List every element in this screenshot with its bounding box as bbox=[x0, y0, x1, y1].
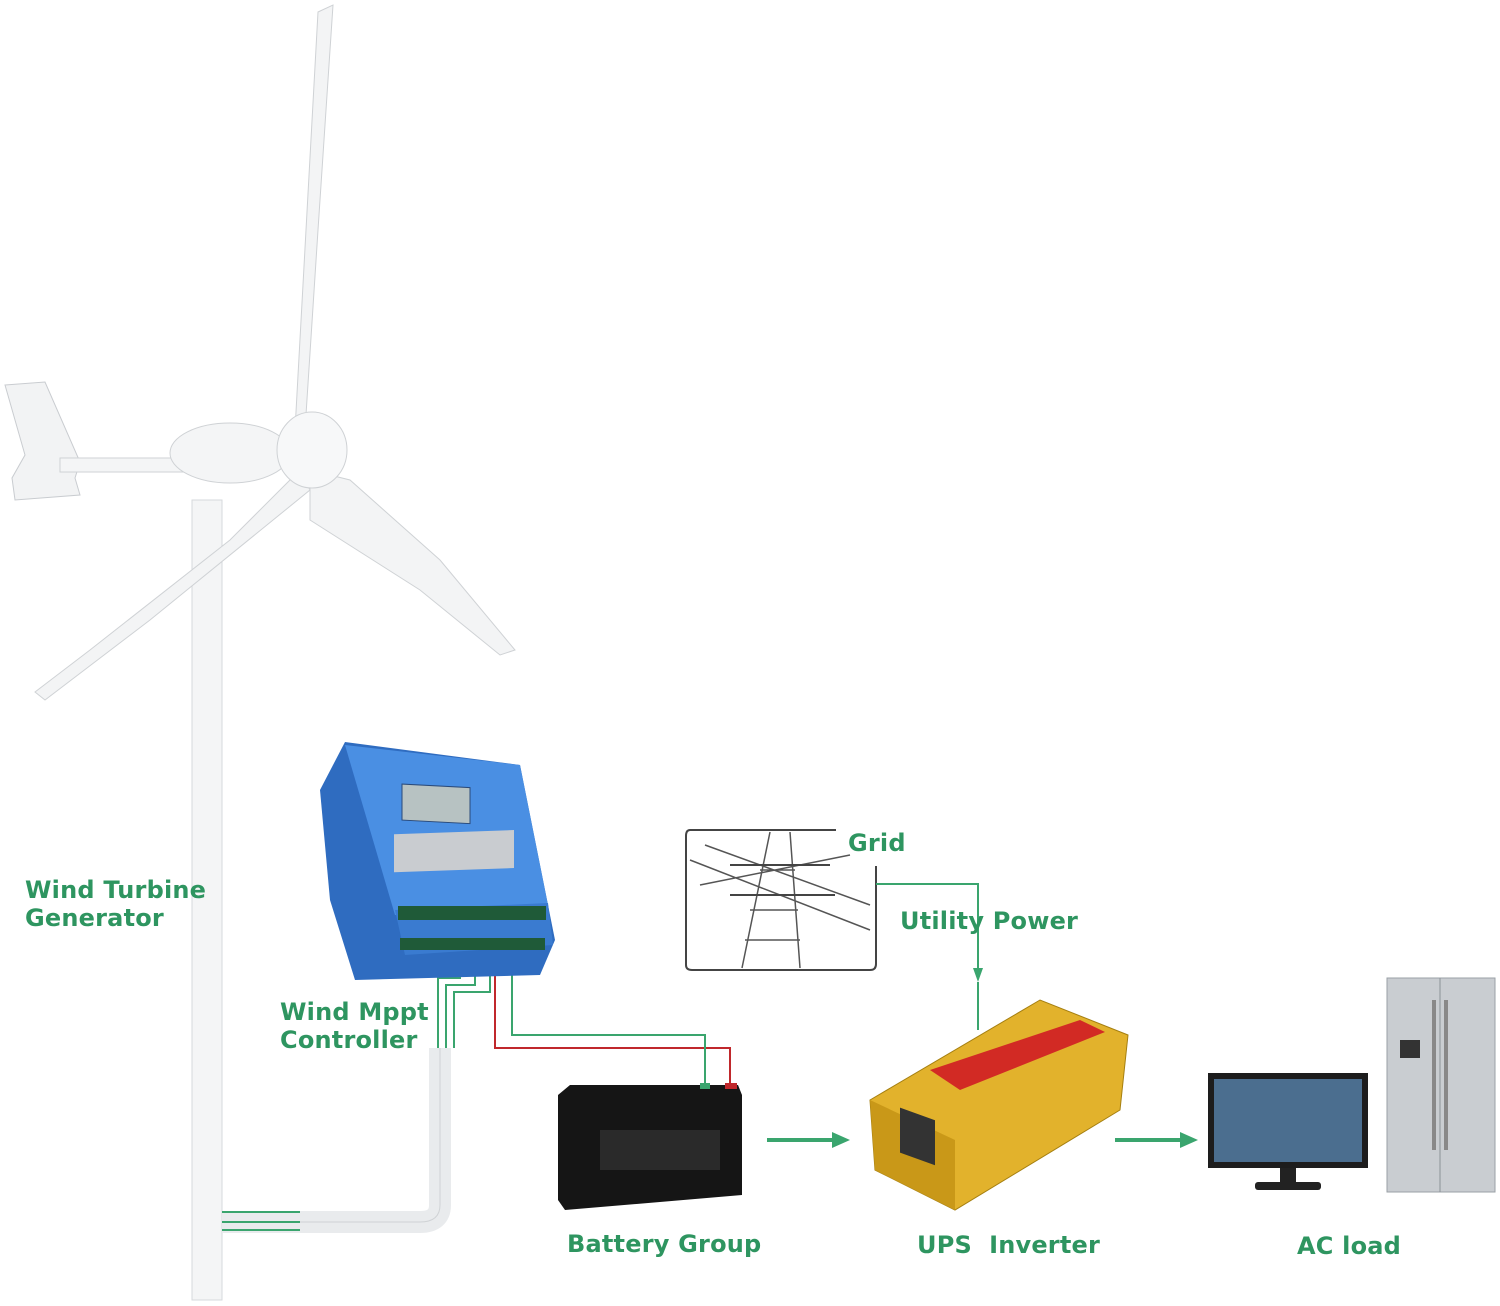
label-controller: Controller bbox=[280, 1026, 418, 1054]
ups-inverter bbox=[869, 999, 1129, 1211]
label-battery-group: Battery Group bbox=[567, 1230, 762, 1258]
grid-tower-box bbox=[685, 829, 877, 971]
tail-boom bbox=[59, 457, 191, 473]
blade-left bbox=[34, 469, 311, 701]
controller-wires bbox=[222, 955, 731, 1231]
label-ac-load: AC load bbox=[1297, 1232, 1402, 1260]
label-generator: Generator bbox=[25, 904, 164, 932]
battery bbox=[558, 1083, 742, 1210]
hub bbox=[276, 411, 348, 489]
label-wind-turbine: Wind Turbine bbox=[25, 876, 207, 904]
blade-up bbox=[294, 4, 334, 431]
monitor bbox=[1208, 1073, 1368, 1190]
tail-vane bbox=[4, 381, 81, 501]
arrow-inverter-to-load bbox=[1115, 1132, 1198, 1148]
arrow-battery-to-inverter bbox=[767, 1132, 850, 1148]
utility-power-line bbox=[876, 883, 979, 975]
turbine-pole bbox=[191, 499, 223, 1301]
cable-conduit bbox=[222, 1048, 451, 1233]
label-ups-inverter: UPS Inverter bbox=[917, 1231, 1101, 1259]
refrigerator bbox=[1386, 977, 1496, 1193]
label-utility-power: Utility Power bbox=[900, 907, 1079, 935]
wind-turbine bbox=[4, 4, 516, 1301]
label-grid: Grid bbox=[848, 829, 906, 857]
label-wind-mppt: Wind Mppt bbox=[280, 998, 429, 1026]
blade-right bbox=[309, 469, 516, 656]
mppt-controller bbox=[320, 742, 555, 980]
nacelle bbox=[169, 422, 291, 484]
